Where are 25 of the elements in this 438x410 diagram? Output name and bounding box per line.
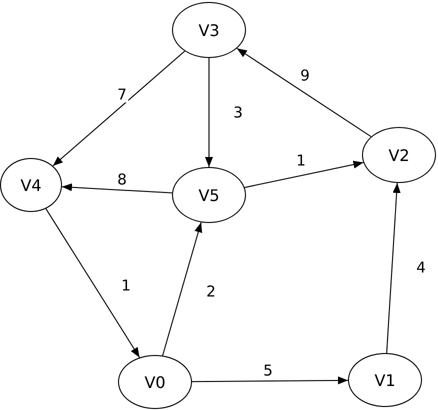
- node-label: V3: [198, 20, 220, 40]
- edge-label: 3: [232, 106, 244, 120]
- edge-label: 4: [415, 260, 427, 276]
- node-label: V2: [388, 146, 410, 164]
- node-label: V4: [20, 176, 42, 194]
- arrow: [192, 376, 348, 384]
- edge-label: 1: [295, 154, 307, 168]
- edge-label: 2: [205, 284, 217, 300]
- node-label: V1: [374, 370, 396, 390]
- edge-label: 7: [116, 88, 128, 102]
- arrow: [386, 182, 401, 354]
- node-label: V5: [198, 186, 220, 204]
- arrow: [205, 58, 213, 168]
- arrow: [52, 50, 186, 166]
- arrow: [244, 160, 364, 188]
- node-ellipse: [0, 158, 62, 212]
- arrow: [45, 208, 140, 358]
- edge-label: 1: [120, 278, 132, 294]
- edge-label: 5: [262, 364, 274, 378]
- arrow: [162, 222, 202, 356]
- edge-label: 8: [116, 172, 128, 188]
- node-label: V0: [144, 372, 166, 392]
- arrow: [61, 183, 173, 194]
- edge-label: 9: [299, 68, 311, 84]
- arrow: [236, 48, 372, 138]
